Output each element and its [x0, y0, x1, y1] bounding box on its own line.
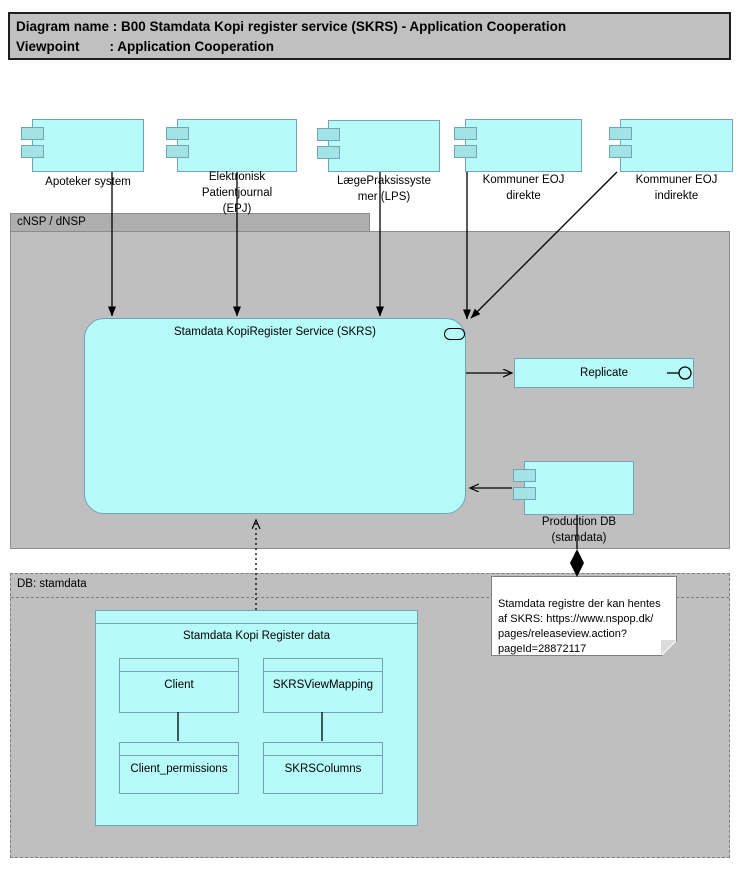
component-tab-icon	[609, 145, 632, 158]
data-object-band	[264, 743, 382, 756]
component-production-db: Production DB (stamdata)	[513, 461, 634, 544]
component-tab-icon	[513, 487, 536, 500]
service-skrs-label: Stamdata KopiRegister Service (SKRS)	[174, 326, 376, 338]
component-kommuner-eoj-indirekte: Kommuner EOJ indirekte	[609, 119, 733, 202]
data-object-title: Stamdata Kopi Register data	[182, 630, 331, 642]
data-object-band	[120, 743, 238, 756]
component-tab-icon	[454, 145, 477, 158]
component-label: Production DB (stamdata)	[541, 516, 617, 544]
component-tab-icon	[21, 145, 44, 158]
data-object-label: Client	[164, 679, 194, 691]
db-header-separator	[11, 597, 729, 598]
component-label: Kommuner EOJ indirekte	[635, 174, 718, 202]
component-tab-icon	[166, 145, 189, 158]
diagram-title-block: Diagram name : B00 Stamdata Kopi registe…	[8, 12, 731, 60]
component-label: Elektronisk Patientjournal (EPJ)	[201, 171, 273, 215]
component-tab-icon	[317, 128, 340, 141]
data-object-client: Client	[119, 658, 239, 713]
component-label: Apoteker system	[45, 176, 131, 188]
component-label: LægePraksissyste mer (LPS)	[337, 175, 431, 203]
data-object-band	[264, 659, 382, 672]
component-apoteker-system: Apoteker system	[21, 119, 144, 188]
data-object-label: Client_permissions	[130, 763, 228, 775]
db-stamdata-label: DB: stamdata	[17, 578, 87, 590]
data-object-band	[96, 611, 417, 624]
component-tab-icon	[609, 127, 632, 140]
component-kommuner-eoj-direkte: Kommuner EOJ direkte	[454, 119, 582, 202]
component-label: Kommuner EOJ direkte	[482, 174, 565, 202]
service-skrs: Stamdata KopiRegister Service (SKRS)	[84, 318, 466, 514]
component-tab-icon	[317, 146, 340, 159]
application-service-icon	[444, 328, 465, 340]
component-tab-icon	[454, 127, 477, 140]
component-tab-icon	[513, 469, 536, 482]
data-object-client-permissions: Client_permissions	[119, 742, 239, 794]
component-tab-icon	[166, 127, 189, 140]
function-replicate: Replicate	[514, 358, 694, 388]
data-object-skrscolumns: SKRSColumns	[263, 742, 383, 794]
diagram-title-line1: Diagram name : B00 Stamdata Kopi registe…	[16, 19, 567, 34]
component-lps: LægePraksissyste mer (LPS)	[317, 120, 440, 203]
data-object-label: SKRSViewMapping	[272, 679, 374, 691]
data-object-label: SKRSColumns	[284, 763, 362, 775]
data-object-stamdata-kopi-register-data: Stamdata Kopi Register data Client SKRSV…	[95, 610, 418, 826]
data-object-skrsviewmapping: SKRSViewMapping	[263, 658, 383, 713]
diagram-title-line2: Viewpoint : Application Cooperation	[16, 39, 275, 54]
note-skrs-registers: Stamdata registre der kan hentes af SKRS…	[491, 576, 677, 656]
component-tab-icon	[21, 127, 44, 140]
note-text: Stamdata registre der kan hentes af SKRS…	[498, 598, 661, 655]
component-epj: Elektronisk Patientjournal (EPJ)	[166, 119, 297, 215]
data-object-band	[120, 659, 238, 672]
function-replicate-label: Replicate	[580, 367, 628, 379]
